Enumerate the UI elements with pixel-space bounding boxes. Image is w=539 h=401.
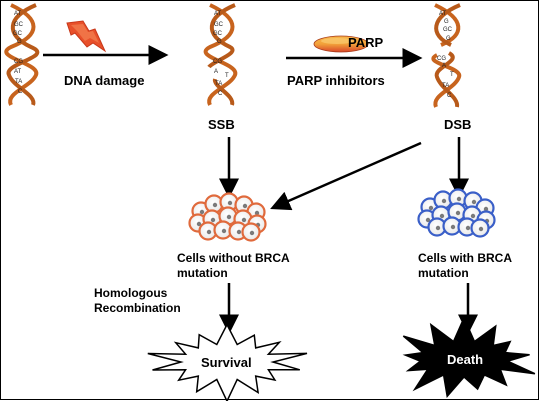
orange-cell-nucleus bbox=[226, 214, 232, 220]
orange-cell-nucleus bbox=[206, 229, 212, 235]
dna-intact-pair-7: TA bbox=[15, 79, 22, 85]
blue-cell-nucleus bbox=[478, 226, 484, 232]
parp-inhibitors-label: PARP inhibitors bbox=[287, 73, 385, 88]
blue-cell-nucleus bbox=[450, 224, 456, 230]
dna-dsb-pair-4: G bbox=[446, 36, 451, 42]
dna-dsb-pair-6: A bbox=[442, 63, 446, 69]
blue-cell-nucleus bbox=[428, 205, 434, 211]
dna-dsb-pair-5: CG bbox=[437, 56, 446, 62]
dna-dsb-pair-2: G bbox=[444, 19, 449, 25]
blue-cell-nucleus bbox=[456, 196, 462, 202]
dna-helix-ssb: AT GC GC G CG A T TA C bbox=[203, 3, 238, 106]
dna-dsb-base-pairs: AT G GC G CG A T TA C bbox=[437, 11, 454, 99]
death-label: Death bbox=[447, 352, 483, 367]
cells-without-label-line2: mutation bbox=[177, 266, 228, 280]
dna-ssb-pair-5: CG bbox=[213, 59, 222, 65]
cells-with-label-line1: Cells with BRCA bbox=[418, 251, 512, 265]
dna-intact-pair-3: GC bbox=[13, 31, 23, 37]
blue-cell-nucleus bbox=[439, 213, 445, 219]
blue-cell-nucleus bbox=[425, 217, 431, 223]
hr-label-line2: Recombination bbox=[94, 301, 181, 315]
dna-dsb-pair-1: AT bbox=[439, 11, 447, 17]
dna-dsb-pair-7: T bbox=[450, 72, 454, 78]
orange-cell-nucleus bbox=[249, 230, 255, 236]
cells-without-label-line1: Cells without BRCA bbox=[177, 251, 290, 265]
orange-cell-nucleus bbox=[212, 202, 218, 208]
ssb-label: SSB bbox=[208, 117, 235, 132]
blue-cell-nucleus bbox=[435, 225, 441, 231]
dsb-label: DSB bbox=[444, 117, 471, 132]
orange-cell-nucleus bbox=[242, 203, 248, 209]
dna-intact-base-pairs: AT GC GC G CG AT TA C bbox=[13, 11, 24, 95]
dna-ssb-pair-8: TA bbox=[215, 81, 222, 87]
dna-helix-dsb: AT G GC G CG A T TA C bbox=[431, 3, 462, 108]
dna-ssb-pair-3: GC bbox=[213, 31, 223, 37]
cells-with-brca-cluster bbox=[417, 188, 496, 238]
dna-ssb-pair-9: C bbox=[218, 91, 223, 97]
dna-intact-pair-2: GC bbox=[14, 22, 24, 28]
blue-cell-nucleus bbox=[455, 210, 461, 216]
dna-intact-pair-8: C bbox=[18, 89, 23, 95]
blue-cell-nucleus bbox=[465, 225, 471, 231]
dna-ssb-pair-7: T bbox=[225, 73, 229, 79]
blue-cell-nucleus bbox=[470, 213, 476, 219]
orange-cell-nucleus bbox=[199, 209, 205, 215]
orange-cell-nucleus bbox=[241, 217, 247, 223]
orange-cell-nucleus bbox=[236, 229, 242, 235]
hr-label-line1: Homologous bbox=[94, 286, 168, 300]
dna-ssb-base-pairs: AT GC GC G CG A T TA C bbox=[213, 11, 229, 97]
dna-intact-pair-4: G bbox=[17, 39, 22, 45]
lightning-bolt-icon bbox=[66, 20, 107, 53]
dna-intact-pair-6: AT bbox=[14, 69, 22, 75]
dna-dsb-pair-3: GC bbox=[443, 27, 453, 33]
parp-label: PARP bbox=[348, 35, 383, 50]
dna-ssb-pair-6: A bbox=[214, 69, 218, 75]
dna-intact-pair-1: AT bbox=[14, 11, 22, 17]
survival-burst: Survival bbox=[147, 323, 308, 401]
blue-cell-nucleus bbox=[483, 206, 489, 212]
blue-cell-nucleus bbox=[441, 198, 447, 204]
dna-helix-intact: AT GC GC G CG AT TA C bbox=[4, 3, 40, 106]
dna-dsb-pair-8: TA bbox=[442, 83, 449, 89]
dna-ssb-pair-4: G bbox=[217, 39, 222, 45]
survival-label: Survival bbox=[201, 355, 252, 370]
blue-cell-nucleus bbox=[471, 199, 477, 205]
cells-with-label-line2: mutation bbox=[418, 266, 469, 280]
death-burst: Death bbox=[402, 316, 536, 398]
dna-ssb-pair-2: GC bbox=[214, 22, 224, 28]
orange-cell-nucleus bbox=[196, 221, 202, 227]
orange-cell-nucleus bbox=[221, 228, 227, 234]
dna-ssb-pair-1: AT bbox=[214, 11, 222, 17]
orange-cell-nucleus bbox=[227, 200, 233, 206]
dna-dsb-pair-9: C bbox=[447, 93, 452, 99]
parp-protein-icon bbox=[313, 35, 369, 53]
dna-intact-pair-5: CG bbox=[14, 59, 23, 65]
orange-cell-nucleus bbox=[254, 210, 260, 216]
cells-without-brca-cluster bbox=[188, 192, 267, 242]
orange-cell-nucleus bbox=[210, 217, 216, 223]
dna-damage-label: DNA damage bbox=[64, 73, 144, 88]
arrow-dsb-to-cells-without bbox=[270, 141, 422, 211]
